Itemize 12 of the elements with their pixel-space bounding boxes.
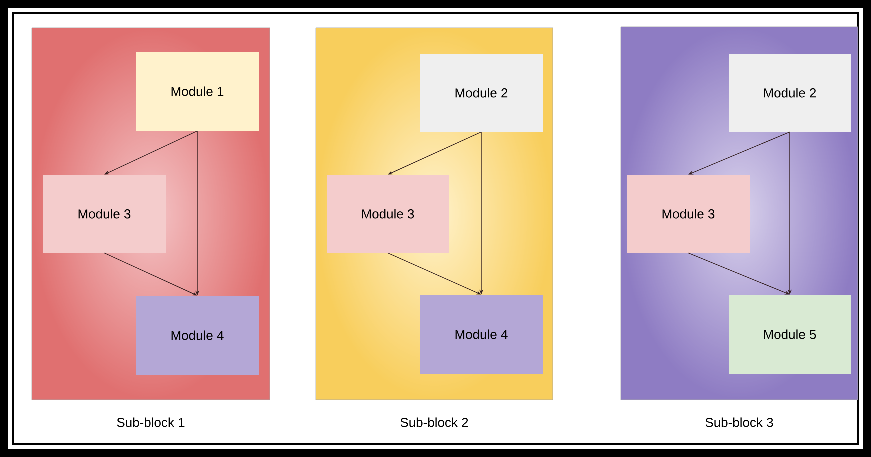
module-box: Module 3: [627, 175, 750, 253]
module-box: Module 1: [136, 52, 259, 131]
module-box: Module 3: [327, 175, 449, 253]
module-box: Module 4: [136, 296, 259, 375]
node-label: Sub-block 3: [706, 418, 774, 428]
module-box: Module 2: [420, 54, 543, 132]
module-box: Module 2: [729, 54, 851, 132]
node-label: Sub-block 1: [117, 418, 185, 428]
module-box: Module 4: [420, 295, 543, 374]
module-box: Module 5: [729, 295, 851, 374]
module-box: Module 3: [43, 175, 166, 253]
node-label: Sub-block 2: [400, 418, 468, 428]
